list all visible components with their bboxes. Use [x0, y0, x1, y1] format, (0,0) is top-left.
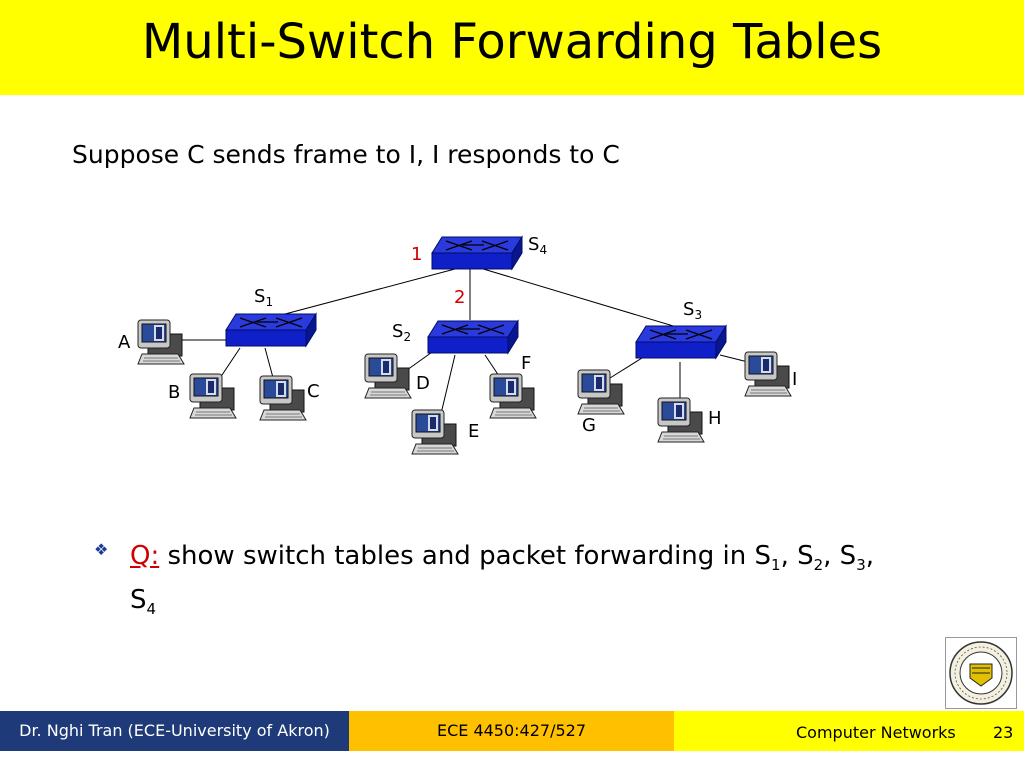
switch-s1-label: S1 [254, 286, 273, 309]
port-label-1: 1 [411, 244, 422, 265]
footer-author: Dr. Nghi Tran (ECE-University of Akron) [0, 711, 349, 751]
switch-s2-label: S2 [392, 321, 411, 344]
switch-s4-icon [431, 236, 523, 270]
switch-s1-icon [225, 313, 317, 347]
host-h-icon [657, 397, 705, 443]
footer-course-code: ECE 4450:427/527 [349, 711, 674, 751]
host-g-icon [577, 369, 625, 415]
host-e-icon [411, 409, 459, 455]
host-b-icon [189, 373, 237, 419]
university-seal-logo [945, 637, 1017, 709]
host-c-icon [259, 375, 307, 421]
question-label: Q: [130, 541, 160, 571]
footer-right-panel: Computer Networks 23 [674, 711, 1024, 751]
port-label-2: 2 [454, 287, 465, 308]
host-d-label: D [416, 373, 430, 394]
host-g-label: G [582, 415, 596, 436]
switch-s3-icon [635, 325, 727, 359]
slide-title: Multi-Switch Forwarding Tables [141, 14, 883, 70]
title-bar [0, 0, 1024, 95]
question-text: Q: show switch tables and packet forward… [130, 541, 875, 618]
diamond-bullet-icon: ❖ [94, 540, 109, 559]
host-h-label: H [708, 408, 722, 429]
footer-course-name: Computer Networks [796, 723, 956, 742]
host-c-label: C [307, 381, 320, 402]
switch-s3-label: S3 [683, 299, 702, 322]
host-d-icon [364, 353, 412, 399]
page-number: 23 [993, 723, 1014, 742]
host-a-icon [137, 319, 185, 365]
host-i-label: I [792, 369, 797, 390]
host-a-label: A [118, 332, 131, 353]
switch-s4-label: S4 [528, 234, 547, 257]
host-i-icon [744, 351, 792, 397]
slide-subtitle: Suppose C sends frame to I, I responds t… [72, 140, 620, 169]
switch-s2-icon [427, 320, 519, 354]
host-f-icon [489, 373, 537, 419]
host-e-label: E [468, 421, 479, 442]
host-f-label: F [521, 353, 531, 374]
host-b-label: B [168, 382, 180, 403]
